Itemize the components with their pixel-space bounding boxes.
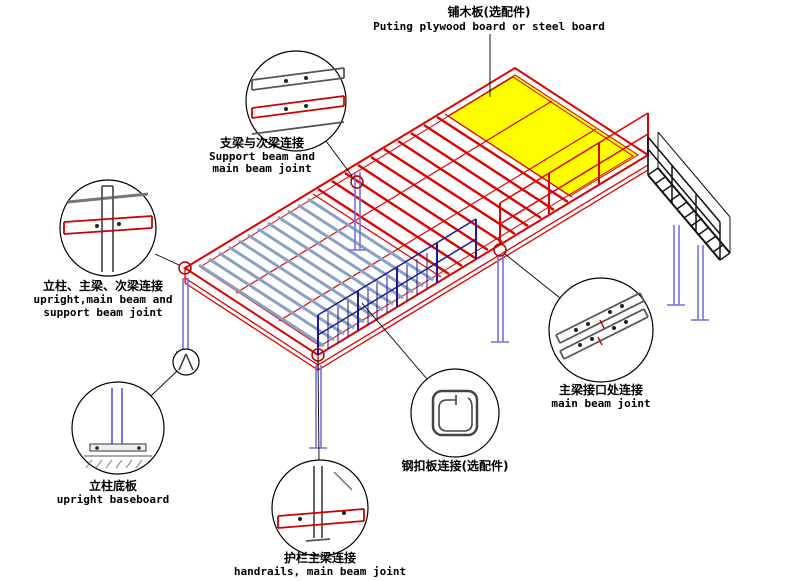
detail-base-plate (89, 443, 147, 452)
label-handrail-en: handrails, main beam joint (234, 565, 406, 578)
label-plywood-zh: 铺木板(选配件) (448, 4, 531, 19)
label-main-beam-en: main beam joint (551, 397, 650, 410)
detail-red-beam (251, 95, 345, 119)
stair-treads (647, 167, 731, 261)
front-handrail-navy (317, 218, 477, 355)
label-upright-joint-en1: upright,main beam and (33, 293, 172, 306)
marker-circle (172, 348, 200, 376)
label-handrail-zh: 护栏主梁连接 (284, 550, 356, 565)
callout-handrail-joint (271, 459, 369, 557)
callout-circle (71, 381, 165, 475)
detail-bolts (284, 76, 308, 111)
label-plywood-en: Puting plywood board or steel board (373, 20, 605, 33)
label-baseboard-en: upright baseboard (57, 493, 170, 506)
detail-rail-diagonal (333, 471, 353, 491)
leader-lines (150, 34, 561, 461)
detail-column (111, 388, 123, 444)
label-main-beam-zh: 主梁接口处连接 (559, 382, 643, 397)
stair-railing-far (657, 131, 731, 253)
staircase (647, 131, 731, 261)
callout-upright-joint (59, 179, 157, 277)
joint-markers (178, 175, 507, 362)
detail-gray-beams (251, 67, 345, 135)
label-support-beam-en1: Support beam and (209, 150, 315, 163)
joint-marker (493, 243, 507, 257)
callout-circle (271, 459, 369, 557)
stair-railing-near (647, 136, 721, 260)
deck-internal-beams (235, 100, 597, 322)
joint-marker (178, 261, 192, 275)
detail-red-main-beam (63, 215, 153, 235)
detail-tube-outer (431, 389, 479, 437)
detail-bolts (574, 304, 628, 347)
detail-beam-band-upper (555, 292, 645, 344)
callout-circle (59, 179, 157, 277)
callout-circle (245, 50, 347, 152)
label-support-beam-en2: main beam joint (212, 162, 311, 175)
red-handrail-rails (499, 112, 649, 225)
deck-frame-inner (199, 76, 634, 347)
detail-red-main-beam (277, 508, 365, 529)
detail-bolts (298, 511, 346, 521)
detail-secondary-beam (67, 192, 149, 204)
detail-anchor-bolts (95, 446, 141, 450)
label-support-beam-zh: 支梁与次梁连接 (219, 135, 304, 150)
navy-handrail-rails (317, 218, 477, 336)
callout-steel-buckle-plate (410, 368, 500, 458)
detail-handrail-post (305, 466, 331, 542)
detail-upright-column (101, 185, 114, 272)
detail-splice-seam (597, 319, 605, 346)
detail-beam-band-lower (559, 308, 649, 360)
detail-ground-hatch (85, 459, 143, 469)
label-steel-buckle-zh: 钢扣板连接(选配件) (402, 458, 509, 473)
detail-tube-inner-hook (438, 395, 473, 432)
navy-handrail-balusters (327, 253, 428, 349)
callout-circle (410, 368, 500, 458)
callout-support-beam-joint (245, 50, 347, 152)
red-joists (317, 115, 569, 276)
section-marker-circle (172, 348, 200, 376)
marker-symbol (178, 353, 194, 371)
label-baseboard-zh: 立柱底板 (89, 478, 138, 493)
label-upright-joint-zh: 立柱、主梁、次梁连接 (43, 278, 163, 293)
callout-main-beam-joint (548, 277, 654, 383)
label-upright-joint-en2: support beam joint (43, 306, 162, 319)
right-handrail-red (499, 112, 649, 245)
detail-bolts (95, 222, 121, 228)
joint-marker (350, 175, 364, 189)
text-labels: 铺木板(选配件) Puting plywood board or steel b… (33, 4, 650, 578)
callout-upright-baseboard (71, 381, 165, 475)
